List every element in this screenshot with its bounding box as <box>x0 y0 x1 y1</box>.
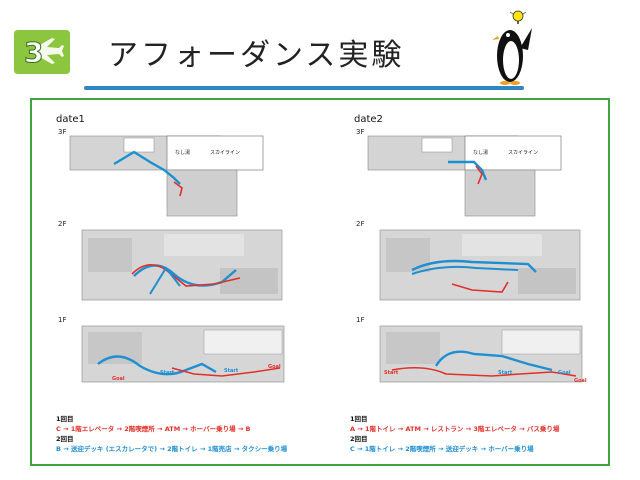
slide-header: 3 アフォーダンス実験 <box>0 0 640 96</box>
route1-text: C → 1階エレベータ → 2階喫煙所 → ATM → ホーバー乗り場 → B <box>56 425 251 433</box>
experiment-panel: date1 date2 3F なし湯 スカイライン 2F 1F Start Go… <box>30 98 610 466</box>
airplane-icon <box>38 38 64 64</box>
route2-text: B → 送迎デッキ (エスカレータで) → 2階トイレ → 1階売店 → タクシ… <box>56 445 288 453</box>
step-number: 3 <box>24 36 43 69</box>
floor-label-1f: 1F <box>58 316 66 324</box>
map-label-goal-b: Goal <box>574 378 587 384</box>
map-label-start-b: Start <box>498 370 513 376</box>
route1-heading: 1回目 <box>350 415 368 423</box>
page-title: アフォーダンス実験 <box>108 38 405 73</box>
floor-label-1f: 1F <box>356 316 364 324</box>
date2-route-legend: 1回目 A → 1階トイレ → ATM → レストラン → 3階エレベータ → … <box>350 414 605 454</box>
date2-floor-map: 3F なし湯 スカイライン 2F 1F Start Start Goal Goa… <box>356 128 587 384</box>
date1-route-legend: 1回目 C → 1階エレベータ → 2階喫煙所 → ATM → ホーバー乗り場 … <box>56 414 326 454</box>
step-badge: 3 <box>14 30 70 74</box>
floor-label-3f: 3F <box>58 128 66 136</box>
date1-floor-map: 3F なし湯 スカイライン 2F 1F Start Goal Start Goa… <box>58 128 285 383</box>
map-label-start-b: Start <box>224 368 239 374</box>
map-label-onsen: なし湯 <box>473 149 488 156</box>
title-underline <box>84 86 524 90</box>
map-label-skyline: スカイライン <box>210 150 240 156</box>
penguin-lightbulb-illustration <box>492 10 532 85</box>
route2-heading: 2回目 <box>56 435 74 443</box>
map-label-skyline: スカイライン <box>508 150 538 156</box>
map-label-start-a: Start <box>160 370 175 376</box>
route2-text: C → 1階トイレ → 2階喫煙所 → 送迎デッキ → ホーバー乗り場 <box>350 445 534 453</box>
route1-text: A → 1階トイレ → ATM → レストラン → 3階エレベータ → バス乗り… <box>350 425 560 433</box>
floor-label-2f: 2F <box>356 220 364 228</box>
map-label-goal-b: Goal <box>112 376 125 382</box>
route1-heading: 1回目 <box>56 415 74 423</box>
floor-label-3f: 3F <box>356 128 364 136</box>
map-label-goal-a: Goal <box>558 370 571 376</box>
map-label-start-a: Start <box>384 370 399 376</box>
date1-label: date1 <box>56 114 85 125</box>
floor-label-2f: 2F <box>58 220 66 228</box>
map-label-goal-a: Goal <box>268 364 281 370</box>
map-label-onsen: なし湯 <box>175 149 190 156</box>
date2-label: date2 <box>354 114 383 125</box>
route2-heading: 2回目 <box>350 435 368 443</box>
